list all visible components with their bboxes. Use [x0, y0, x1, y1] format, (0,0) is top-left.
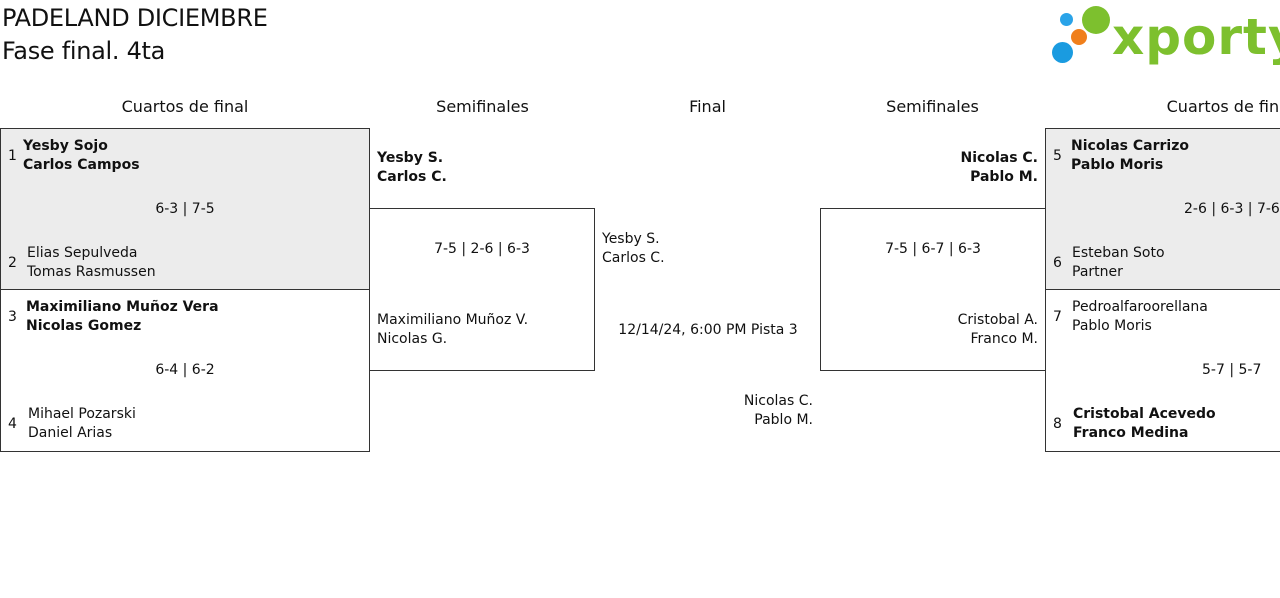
player-name: Cristobal Acevedo [1073, 406, 1216, 422]
match-score: 6-3 | 7-5 [155, 201, 215, 217]
seed-number: 8 [1053, 416, 1062, 432]
sf-right-match[interactable]: 7-5 | 6-7 | 6-3 Cristobal A. Franco M. [820, 208, 1046, 371]
player-name: Yesby Sojo [23, 138, 108, 154]
seed-number: 5 [1053, 148, 1062, 164]
match-score: 6-4 | 6-2 [155, 362, 215, 378]
player-name: Pablo Moris [1072, 318, 1152, 334]
player-name: Daniel Arias [28, 425, 113, 441]
team-loser: Pedroalfaroorellana Pablo Moris [1072, 298, 1208, 336]
team-winner: Yesby Sojo Carlos Campos [23, 137, 140, 175]
qf-right-match-2[interactable]: 7 Pedroalfaroorellana Pablo Moris 5-7 | … [1045, 289, 1280, 452]
final-match-info: 12/14/24, 6:00 PM Pista 3 [618, 322, 798, 338]
column-header-sf-right: Semifinales [886, 97, 979, 116]
column-header-qf-left: Cuartos de final [121, 97, 249, 116]
team-loser: Mihael Pozarski Daniel Arias [28, 405, 136, 443]
player-name: Carlos C. [377, 169, 447, 185]
seed-number: 1 [8, 148, 17, 164]
player-name: Cristobal A. [957, 312, 1038, 328]
column-header-sf-left: Semifinales [436, 97, 529, 116]
xporty-logo: xporty [1050, 4, 1280, 66]
sf-left-team-bottom: Maximiliano Muñoz V. Nicolas G. [377, 311, 528, 349]
player-name: Pablo M. [970, 169, 1038, 185]
player-name: Yesby S. [377, 150, 444, 166]
logo-dot-green [1082, 6, 1110, 34]
page-title: PADELAND DICIEMBRE [2, 4, 268, 32]
player-name: Nicolas C. [960, 150, 1038, 166]
logo-dot-blue-large [1052, 42, 1073, 63]
player-name: Maximiliano Muñoz V. [377, 312, 529, 328]
player-name: Nicolas Gomez [26, 318, 142, 334]
player-name: Carlos C. [602, 250, 665, 266]
player-name: Nicolas C. [743, 393, 813, 409]
player-name: Pablo Moris [1071, 157, 1164, 173]
final-team-bottom: Nicolas C. Pablo M. [690, 392, 813, 430]
qf-left-match-2[interactable]: 3 Maximiliano Muñoz Vera Nicolas Gomez 6… [0, 289, 370, 452]
match-score: 7-5 | 2-6 | 6-3 [434, 241, 530, 257]
logo-dot-blue-small [1060, 13, 1073, 26]
player-name: Tomas Rasmussen [27, 264, 156, 280]
qf-right-match-1[interactable]: 5 Nicolas Carrizo Pablo Moris 2-6 | 6-3 … [1045, 128, 1280, 290]
player-name: Nicolas G. [377, 331, 448, 347]
sf-left-team-top: Yesby S. Carlos C. [377, 149, 447, 187]
page-subtitle: Fase final. 4ta [2, 37, 166, 65]
player-name: Franco M. [970, 331, 1038, 347]
seed-number: 6 [1053, 255, 1062, 271]
sf-left-match[interactable]: 7-5 | 2-6 | 6-3 Maximiliano Muñoz V. Nic… [369, 208, 595, 371]
player-name: Mihael Pozarski [28, 406, 136, 422]
team-loser: Elias Sepulveda Tomas Rasmussen [27, 244, 156, 282]
seed-number: 3 [8, 309, 17, 325]
column-header-final: Final [689, 97, 726, 116]
player-name: Nicolas Carrizo [1071, 138, 1189, 154]
player-name: Pedroalfaroorellana [1072, 299, 1208, 315]
logo-dot-orange [1071, 29, 1087, 45]
player-name: Carlos Campos [23, 157, 140, 173]
final-team-top: Yesby S. Carlos C. [602, 230, 665, 268]
team-loser: Esteban Soto Partner [1072, 244, 1165, 282]
column-header-qf-right: Cuartos de final [1166, 97, 1280, 116]
match-score: 2-6 | 6-3 | 7-6 [1184, 201, 1280, 217]
player-name: Maximiliano Muñoz Vera [26, 299, 219, 315]
match-score: 5-7 | 5-7 [1202, 362, 1262, 378]
player-name: Franco Medina [1073, 425, 1189, 441]
team-winner: Cristobal Acevedo Franco Medina [1073, 405, 1216, 443]
seed-number: 7 [1053, 309, 1062, 325]
player-name: Partner [1072, 264, 1123, 280]
match-score: 7-5 | 6-7 | 6-3 [885, 241, 981, 257]
sf-right-team-bottom: Cristobal A. Franco M. [881, 311, 1038, 349]
player-name: Elias Sepulveda [27, 245, 138, 261]
logo-text: xporty [1112, 8, 1280, 66]
team-winner: Maximiliano Muñoz Vera Nicolas Gomez [26, 298, 219, 336]
player-name: Yesby S. [602, 231, 660, 247]
sf-right-team-top: Nicolas C. Pablo M. [900, 149, 1038, 187]
player-name: Esteban Soto [1072, 245, 1165, 261]
seed-number: 4 [8, 416, 17, 432]
team-winner: Nicolas Carrizo Pablo Moris [1071, 137, 1189, 175]
seed-number: 2 [8, 255, 17, 271]
qf-left-match-1[interactable]: 1 Yesby Sojo Carlos Campos 6-3 | 7-5 2 E… [0, 128, 370, 290]
player-name: Pablo M. [754, 412, 813, 428]
